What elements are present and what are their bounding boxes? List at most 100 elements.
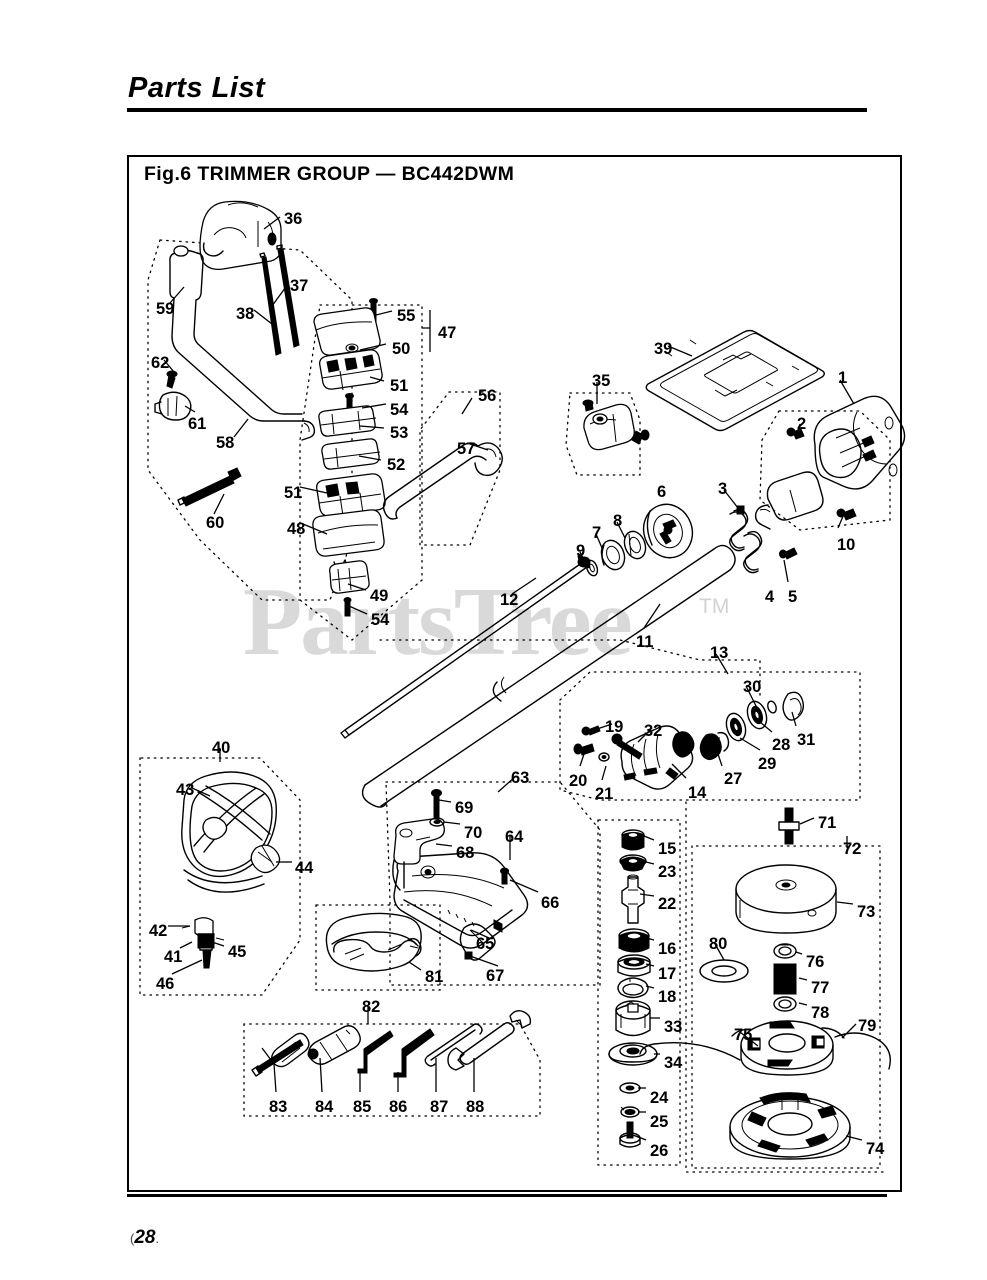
part-14-gearcase — [620, 725, 695, 790]
part-callout-83: 83 — [269, 1098, 288, 1116]
part-callout-9: 9 — [576, 542, 586, 560]
part-86-hex-key-large — [393, 1028, 435, 1078]
part-callout-59: 59 — [156, 300, 175, 318]
part-callout-30: 30 — [743, 678, 762, 696]
part-57-loop-handle — [382, 442, 503, 520]
part-71-bolt — [778, 807, 800, 845]
part-16-bearing — [618, 928, 650, 953]
part-callout-87: 87 — [430, 1098, 449, 1116]
part-77-spring — [773, 963, 797, 995]
part-85-hex-key-small — [357, 1030, 394, 1074]
part-callout-43: 43 — [176, 781, 195, 799]
part-callout-34: 34 — [664, 1054, 683, 1072]
part-callout-17: 17 — [658, 965, 677, 983]
part-callout-12: 12 — [500, 591, 519, 609]
part-54b-screw — [343, 597, 352, 617]
part-78-washer — [773, 996, 797, 1012]
part-53-handle-clamp — [318, 405, 377, 437]
part-62-61-clamp — [154, 370, 192, 421]
part-1-clutch-housing — [813, 395, 906, 490]
part-callout-15: 15 — [658, 840, 677, 858]
part-21-washer — [598, 752, 610, 762]
part-callout-46: 46 — [156, 975, 175, 993]
part-35-shaft-clamp — [582, 399, 650, 451]
page-number-suffix: . — [155, 1231, 160, 1246]
part-84-spark-plug-wrench — [307, 1025, 361, 1065]
part-callout-86: 86 — [389, 1098, 408, 1116]
part-17-bearing — [617, 954, 651, 977]
part-callout-85: 85 — [353, 1098, 372, 1116]
part-81-safety-goggles — [325, 912, 422, 972]
part-callout-62: 62 — [151, 354, 170, 372]
part-callout-6: 6 — [657, 483, 667, 501]
part-callout-75: 75 — [734, 1026, 753, 1044]
part-52-handle-clamp-lower — [321, 438, 381, 470]
part-34-flange-washer — [608, 1042, 658, 1066]
part-callout-23: 23 — [658, 863, 677, 881]
part-callout-33: 33 — [664, 1018, 683, 1036]
part-4-5-shaft-adapter — [754, 471, 824, 560]
part-callout-52: 52 — [387, 456, 406, 474]
part-callout-35: 35 — [592, 372, 611, 390]
part-callout-41: 41 — [164, 948, 183, 966]
part-callout-70: 70 — [464, 824, 483, 842]
part-76-washer — [773, 943, 797, 959]
part-87-wrench-small — [424, 1023, 483, 1067]
footer-divider — [127, 1194, 887, 1197]
part-74-spool-housing — [729, 1092, 851, 1160]
part-callout-10: 10 — [837, 536, 856, 554]
part-callout-36: 36 — [284, 210, 303, 228]
part-11-shaft-housing — [361, 544, 736, 808]
part-31-snap-ring — [782, 691, 805, 721]
part-22-output-shaft — [621, 874, 645, 924]
part-40-shoulder-harness — [181, 771, 281, 969]
page-title: Parts List — [128, 72, 266, 104]
part-callout-48: 48 — [287, 520, 306, 538]
part-19-screw — [581, 725, 601, 736]
part-callout-69: 69 — [455, 799, 474, 817]
part-callout-31: 31 — [797, 731, 816, 749]
part-3-clutch-shoes — [729, 505, 763, 574]
part-39-plate-gasket — [645, 329, 825, 432]
part-29-bearing — [725, 712, 747, 742]
part-66-screw — [500, 867, 509, 885]
part-51b-switch-block-lower — [316, 473, 386, 517]
leader-lines — [163, 216, 863, 1141]
part-80-washer — [699, 959, 749, 983]
page-number-prefix: ( — [130, 1231, 135, 1246]
part-callout-13: 13 — [710, 644, 729, 662]
part-25-lock-washer — [620, 1106, 640, 1118]
part-callout-8: 8 — [613, 512, 623, 530]
part-60-bolt — [177, 467, 242, 507]
part-24-washer — [619, 1082, 641, 1094]
part-callout-11: 11 — [636, 633, 654, 651]
part-callout-60: 60 — [206, 514, 225, 532]
part-callout-51: 51 — [390, 377, 409, 395]
part-callout-68: 68 — [456, 844, 475, 862]
part-callout-32: 32 — [644, 722, 663, 740]
part-callout-76: 76 — [806, 953, 825, 971]
part-callout-71: 71 — [818, 814, 837, 832]
page-number: (28. — [130, 1227, 159, 1249]
part-75-line-spool — [731, 1020, 845, 1076]
part-callout-44: 44 — [295, 859, 314, 877]
part-callout-53: 53 — [390, 424, 409, 442]
part-18-snap-ring — [617, 977, 649, 999]
part-36-throttle-grip — [199, 200, 282, 270]
part-73-head-cover — [735, 864, 837, 934]
part-28-bearing — [746, 700, 768, 730]
part-callout-7: 7 — [592, 524, 602, 542]
part-12-drive-shaft — [340, 555, 591, 739]
part-callout-50: 50 — [392, 340, 411, 358]
part-49-clamp — [328, 560, 370, 594]
part-callout-55: 55 — [397, 307, 416, 325]
part-26-bolt — [619, 1121, 641, 1148]
part-callout-67: 67 — [486, 967, 505, 985]
part-callout-54: 54 — [390, 401, 409, 419]
part-83-screwdriver — [251, 1032, 310, 1077]
title-divider — [127, 108, 867, 112]
part-callout-18: 18 — [658, 988, 677, 1006]
part-callout-42: 42 — [149, 922, 168, 940]
